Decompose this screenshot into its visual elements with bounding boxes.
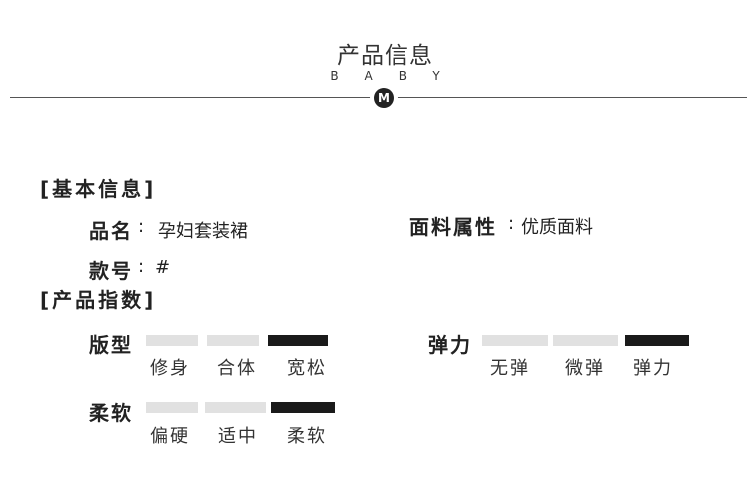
fit-bar-1 (146, 335, 198, 346)
elasticity-label: 弹力 (428, 333, 472, 357)
fabric-value: 优质面料 (521, 217, 593, 238)
style-no-colon: : (138, 256, 145, 277)
elasticity-option-3: 弹力 (633, 358, 673, 379)
fit-option-3: 宽松 (287, 358, 327, 379)
softness-bar-1 (146, 402, 198, 413)
elasticity-bar-2 (553, 335, 618, 346)
fit-bar-3 (268, 335, 328, 346)
fabric-label: 面料属性 (409, 215, 497, 239)
name-value: 孕妇套装裙 (158, 221, 248, 242)
name-colon: : (138, 216, 145, 237)
style-no-label: 款号 (89, 259, 133, 283)
elasticity-bar-1 (482, 335, 548, 346)
softness-option-1: 偏硬 (150, 426, 190, 447)
brand-logo-icon: M (374, 88, 394, 108)
fit-label: 版型 (89, 333, 133, 357)
softness-bar-2 (205, 402, 266, 413)
name-label: 品名 (89, 219, 133, 243)
elasticity-option-2: 微弹 (565, 358, 605, 379)
fit-option-1: 修身 (150, 358, 190, 379)
section-basic-info: [基本信息] (40, 177, 157, 201)
softness-label: 柔软 (89, 401, 133, 425)
style-no-value: # (155, 257, 171, 278)
elasticity-option-1: 无弹 (490, 358, 530, 379)
softness-option-3: 柔软 (287, 426, 327, 447)
fit-option-2: 合体 (217, 358, 257, 379)
fabric-colon: : (508, 213, 515, 234)
fit-bar-2 (207, 335, 259, 346)
softness-bar-3 (271, 402, 335, 413)
softness-option-2: 适中 (218, 426, 258, 447)
page-subtitle: BABY (330, 69, 466, 83)
elasticity-bar-3 (625, 335, 689, 346)
page-title: 产品信息 (337, 43, 433, 69)
section-product-index: [产品指数] (40, 288, 157, 312)
